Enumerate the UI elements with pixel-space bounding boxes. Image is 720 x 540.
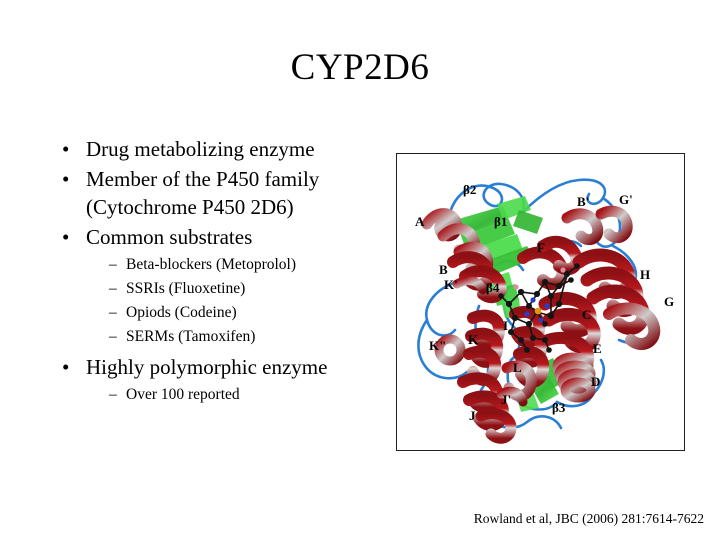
- structure-label-Kp: K': [444, 277, 458, 292]
- sub-list-item-label: Opiods (Codeine): [126, 304, 237, 321]
- list-item: • Highly polymorphic enzyme: [56, 353, 396, 381]
- bullet-marker: •: [62, 225, 70, 249]
- structure-label-B4: β4: [486, 280, 500, 295]
- sub-list-item: – Beta-blockers (Metoprolol): [56, 253, 396, 277]
- sub-list-item: – Over 100 reported: [56, 383, 396, 407]
- structure-label-L: L: [513, 360, 522, 375]
- list-item: • Member of the P450 family (Cytochrome …: [56, 165, 396, 221]
- list-item: • Drug metabolizing enzyme: [56, 135, 396, 163]
- structure-label-group: Aβ2 β1B B' G' F K' β4 HG C E D I K K" L J' β3J: [415, 182, 674, 423]
- page-title: CYP2D6: [290, 47, 430, 88]
- bullet-marker: •: [62, 137, 70, 161]
- sub-list-item-label: SSRIs (Fluoxetine): [126, 280, 246, 297]
- structure-label-J: J: [469, 408, 476, 423]
- structure-label-A: A: [415, 214, 425, 229]
- structure-label-G: G: [664, 294, 674, 309]
- heme-oxygen-atoms: [513, 267, 566, 290]
- structure-label-Kpp: K": [429, 338, 446, 353]
- helix-group: [421, 205, 661, 444]
- structure-label-H: H: [640, 267, 650, 282]
- structure-label-B1: β1: [494, 214, 507, 229]
- heme-group: [498, 263, 580, 353]
- bullet-list: • Drug metabolizing enzyme • Member of t…: [56, 135, 396, 407]
- sub-list-item-label: SERMs (Tamoxifen): [126, 328, 256, 345]
- bullet-marker: •: [62, 167, 70, 191]
- structure-label-I: I: [503, 318, 508, 333]
- sub-list-item: – SERMs (Tamoxifen): [56, 325, 396, 349]
- structure-label-B3: β3: [552, 400, 566, 415]
- dash-marker: –: [109, 256, 117, 273]
- list-item-label: Member of the P450 family: [86, 167, 320, 191]
- dash-marker: –: [109, 280, 117, 297]
- structure-label-B2: β2: [463, 182, 476, 197]
- bullet-marker: •: [62, 355, 70, 379]
- protein-ribbon-diagram: Aβ2 β1B B' G' F K' β4 HG C E D I K K" L J' β3J: [397, 154, 683, 449]
- structure-label-Gp: G': [619, 192, 633, 207]
- sub-list-item-label: Over 100 reported: [126, 386, 240, 403]
- list-item-label-cont: (Cytochrome P450 2D6): [86, 195, 294, 219]
- structure-label-Jp: J': [501, 392, 511, 407]
- structure-label-B: B: [439, 262, 448, 277]
- dash-marker: –: [109, 304, 117, 321]
- structure-label-Bp: B': [577, 194, 589, 209]
- source-citation: Rowland et al, JBC (2006) 281:7614-7622: [473, 511, 704, 526]
- dash-marker: –: [109, 328, 117, 345]
- list-item: • Common substrates: [56, 223, 396, 251]
- dash-marker: –: [109, 386, 117, 403]
- heme-iron-atom: [534, 307, 542, 315]
- sub-list-item: – SSRIs (Fluoxetine): [56, 277, 396, 301]
- structure-label-F: F: [537, 240, 545, 255]
- heme-nitrogen-atoms: [524, 297, 550, 323]
- structure-label-K: K: [468, 332, 479, 347]
- list-item-label: Drug metabolizing enzyme: [86, 137, 315, 161]
- heme-atoms: [498, 263, 580, 353]
- structure-label-C: C: [582, 307, 591, 322]
- list-item-label: Common substrates: [86, 225, 253, 249]
- list-item-label: Highly polymorphic enzyme: [86, 355, 328, 379]
- sub-list-item: – Opiods (Codeine): [56, 301, 396, 325]
- sub-list-item-label: Beta-blockers (Metoprolol): [126, 256, 297, 273]
- structure-label-D: D: [591, 374, 600, 389]
- structure-label-E: E: [593, 341, 602, 356]
